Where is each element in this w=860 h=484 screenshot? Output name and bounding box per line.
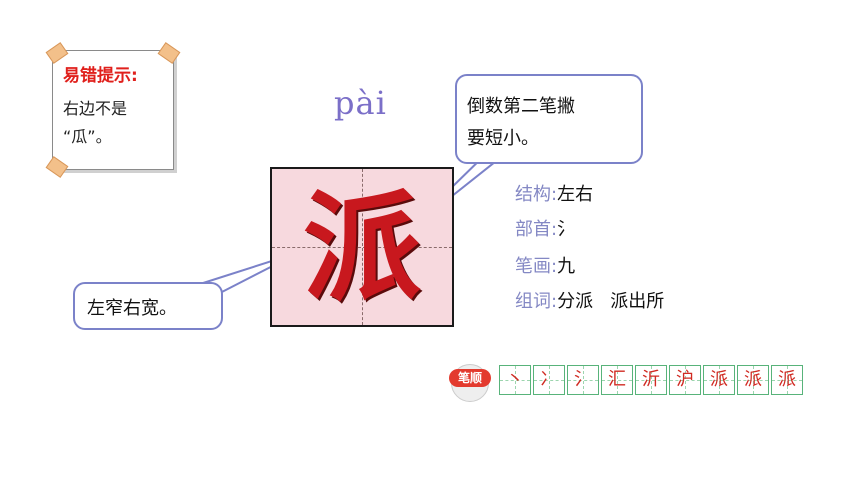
stroke-step: 氵 [567, 365, 599, 395]
stroke-step: 沂 [635, 365, 667, 395]
stroke-step-char: 丶 [506, 369, 524, 390]
stroke-step: 丶 [499, 365, 531, 395]
structure-tip-callout: 左窄右宽。 [73, 282, 223, 330]
stroke-tip-callout: 倒数第二笔撇 要短小。 [455, 74, 643, 164]
stroke-step-char: 派 [778, 369, 796, 390]
tip-line-1: 右边不是 [63, 99, 128, 118]
structure-label: 结构: [515, 184, 558, 205]
stroke-step: 派 [737, 365, 769, 395]
stroke-order-row: 丶 冫 氵 汇 沂 沪 派 派 派 [499, 365, 805, 395]
callout-top-line-1: 倒数第二笔撇 [467, 96, 575, 117]
strokes-value: 九 [557, 256, 576, 277]
error-tip-note: 易错提示: 右边不是 “瓜”。 [45, 42, 181, 178]
stroke-step-char: 派 [710, 369, 728, 390]
stroke-step: 汇 [601, 365, 633, 395]
words-label: 组词: [515, 291, 558, 312]
stroke-step-char: 冫 [540, 369, 558, 390]
stroke-step: 派 [771, 365, 803, 395]
stroke-step: 派 [703, 365, 735, 395]
radical-label: 部首: [515, 219, 558, 240]
stroke-order-badge: 笔顺 [449, 364, 491, 402]
info-structure: 结构:左右 [515, 180, 593, 206]
info-radical: 部首:氵 [515, 215, 575, 241]
main-character: 派 [302, 178, 421, 317]
words-value: 分派 派出所 [557, 291, 665, 312]
stroke-step: 沪 [669, 365, 701, 395]
stroke-step-char: 汇 [608, 369, 626, 390]
structure-value: 左右 [557, 184, 594, 205]
callout-left-text: 左窄右宽。 [87, 298, 177, 319]
stroke-step-char: 沪 [676, 369, 694, 390]
stroke-step-char: 沂 [642, 369, 660, 390]
stroke-step-char: 氵 [574, 369, 592, 390]
info-words: 组词:分派 派出所 [515, 287, 664, 313]
info-strokes: 笔画:九 [515, 252, 575, 278]
stroke-step: 冫 [533, 365, 565, 395]
grid-vertical-guide [362, 169, 363, 325]
tip-title: 易错提示: [63, 66, 138, 86]
character-grid: 派 [270, 167, 454, 327]
strokes-label: 笔画: [515, 256, 558, 277]
stroke-order-label: 笔顺 [449, 369, 491, 387]
pinyin: pài [334, 84, 387, 122]
callout-top-line-2: 要短小。 [467, 128, 539, 149]
radical-value: 氵 [557, 219, 576, 240]
stroke-step-char: 派 [744, 369, 762, 390]
tip-line-2: “瓜”。 [63, 127, 112, 146]
